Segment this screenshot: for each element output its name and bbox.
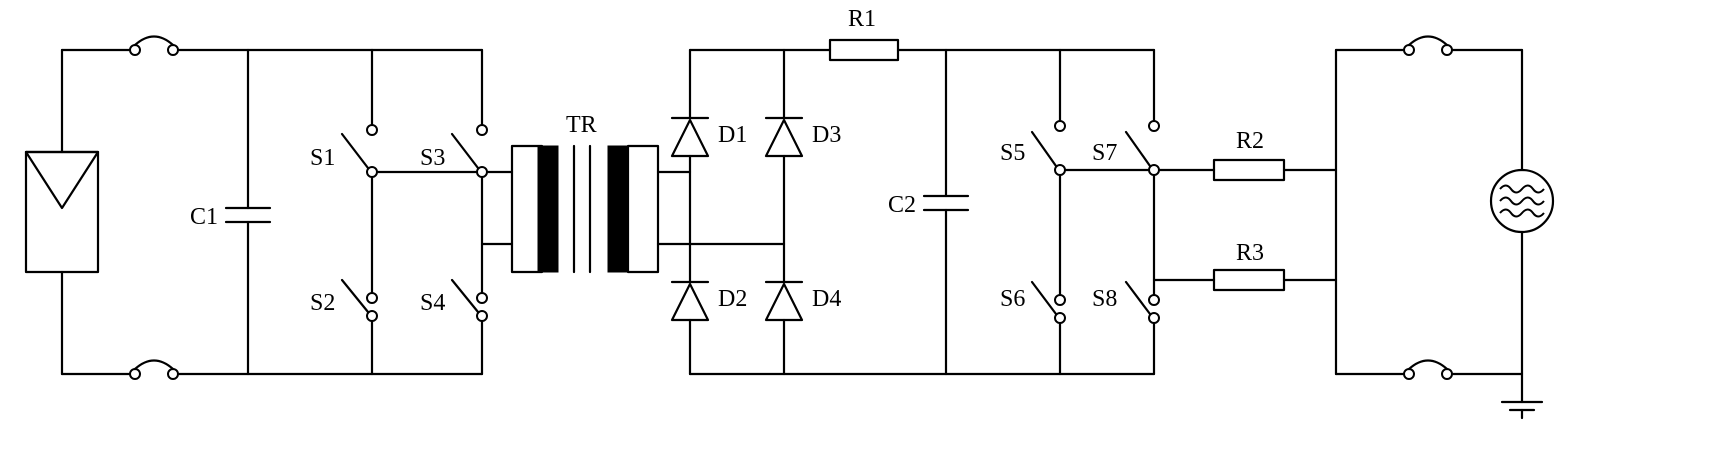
bridge-right-wiring [1058, 48, 1216, 376]
switch-s3 [450, 124, 488, 178]
label-c2: C2 [888, 192, 916, 218]
left-wiring [60, 48, 484, 376]
ground-icon [1500, 400, 1544, 420]
fuse-bottom-left [129, 359, 179, 380]
resistor-r3 [1212, 268, 1338, 292]
label-s6: S6 [1000, 286, 1025, 312]
transformer [510, 144, 660, 274]
label-d4: D4 [812, 286, 841, 312]
fuse-top-right [1403, 35, 1453, 56]
diode-d2 [670, 280, 710, 322]
resistor-r1 [828, 38, 900, 62]
fuse-top-left [129, 35, 179, 56]
label-r2: R2 [1236, 128, 1264, 154]
label-r1: R1 [848, 6, 876, 32]
label-s5: S5 [1000, 140, 1025, 166]
label-d1: D1 [718, 122, 747, 148]
switch-s6 [1030, 280, 1066, 324]
rectifier-wiring [656, 48, 1156, 376]
capacitor-c1 [224, 48, 272, 376]
switch-s2 [340, 278, 378, 322]
label-d3: D3 [812, 122, 841, 148]
diode-d4 [764, 280, 804, 322]
label-c1: C1 [190, 204, 218, 230]
label-s1: S1 [310, 145, 335, 171]
bridge-left-wiring [370, 48, 514, 376]
label-s3: S3 [420, 145, 445, 171]
label-s2: S2 [310, 290, 335, 316]
switch-s5 [1030, 120, 1066, 176]
ac-source-icon [1489, 168, 1555, 234]
label-s7: S7 [1092, 140, 1117, 166]
switch-s7 [1124, 120, 1160, 176]
solar-panel [24, 150, 100, 274]
label-s4: S4 [420, 290, 445, 316]
switch-s1 [340, 124, 378, 178]
diode-d1 [670, 116, 710, 158]
switch-s8 [1124, 280, 1160, 324]
diode-d3 [764, 116, 804, 158]
capacitor-c2 [922, 48, 970, 376]
label-tr: TR [566, 112, 597, 138]
label-r3: R3 [1236, 240, 1264, 266]
resistor-r2 [1212, 158, 1338, 182]
fuse-bottom-right [1403, 359, 1453, 380]
label-d2: D2 [718, 286, 747, 312]
switch-s4 [450, 278, 488, 322]
grid-wiring [1334, 48, 1524, 404]
label-s8: S8 [1092, 286, 1117, 312]
